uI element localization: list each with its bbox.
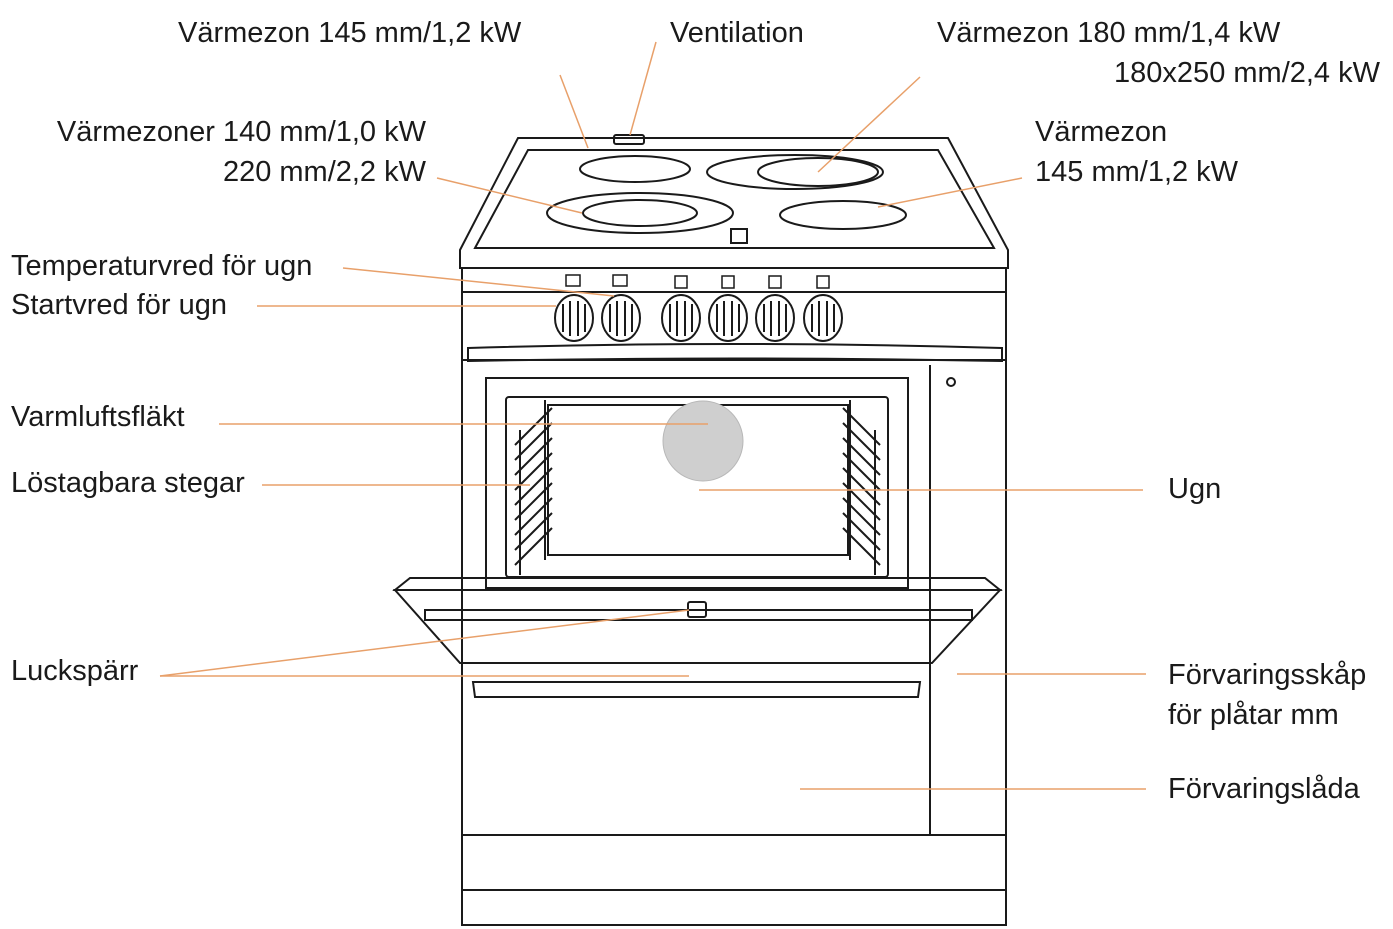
label-convection-fan: Varmluftsfläkt	[11, 401, 185, 433]
control-panel	[461, 267, 1007, 361]
label-door-lock: Luckspärr	[11, 655, 139, 687]
label-heat-zone-rear-right-line2: 180x250 mm/2,4 kW	[1114, 57, 1380, 89]
zone-rear-right-outer	[706, 154, 884, 190]
leader-ventilation	[629, 41, 657, 136]
label-heat-zone-rear-left: Värmezon 145 mm/1,2 kW	[178, 17, 522, 49]
leader-heat-zones-front-left	[436, 177, 583, 214]
label-oven-start-knob: Startvred för ugn	[11, 289, 227, 321]
label-heat-zone-front-right: Värmezon 145 mm/1,2 kW	[1035, 112, 1238, 192]
hob-indicator	[730, 228, 748, 244]
rack-right	[842, 400, 881, 575]
label-oven-temperature-knob: Temperaturvred för ugn	[11, 250, 313, 282]
indicator-light	[946, 377, 956, 387]
zone-front-left-inner	[582, 199, 698, 227]
label-ventilation: Ventilation	[670, 17, 804, 49]
zone-rear-left	[579, 155, 691, 183]
panel-handle	[467, 343, 1003, 363]
label-removable-racks: Löstagbara stegar	[11, 467, 245, 499]
label-tray-cabinet-line1: Förvaringsskåp	[1168, 659, 1367, 691]
zone-rear-right-inner	[757, 157, 879, 187]
label-heat-zones-front-left-line2: 220 mm/2,2 kW	[222, 156, 426, 188]
zone-front-right	[779, 200, 907, 230]
leader-door-lock-upper	[159, 609, 690, 677]
stove-body	[461, 360, 1007, 926]
hob-glass-inner	[473, 149, 996, 249]
drawer-front	[461, 662, 931, 836]
stove-outline	[392, 134, 1009, 926]
drawer-handle	[471, 681, 922, 698]
door-handle	[424, 609, 973, 621]
knobs	[554, 294, 843, 342]
label-heat-zones-front-left: Värmezoner 140 mm/1,0 kW 220 mm/2,2 kW	[26, 112, 426, 192]
vent-slot	[613, 134, 645, 145]
leader-lines	[159, 41, 1146, 790]
leader-heat-zone-front-right	[877, 177, 1023, 208]
label-oven: Ugn	[1168, 473, 1222, 505]
rack-left	[514, 400, 553, 575]
label-heat-zone-rear-right: Värmezon 180 mm/1,4 kW 180x250 mm/2,4 kW	[937, 13, 1380, 93]
label-heat-zone-rear-right-line1: Värmezon 180 mm/1,4 kW	[937, 17, 1281, 49]
label-storage-drawer: Förvaringslåda	[1168, 773, 1360, 805]
label-heat-zones-front-left-line1: Värmezoner 140 mm/1,0 kW	[56, 116, 426, 148]
label-tray-cabinet: Förvaringsskåp för plåtar mm	[1168, 655, 1366, 735]
oven-door	[392, 589, 1003, 664]
label-tray-cabinet-line2: för plåtar mm	[1168, 699, 1339, 731]
leader-heat-zone-rear-left	[559, 74, 589, 149]
label-heat-zone-front-right-line1: Värmezon	[1035, 116, 1168, 148]
leader-heat-zone-rear-right	[817, 76, 921, 173]
leader-oven-temperature-knob	[342, 267, 615, 297]
convection-fan-disc	[662, 400, 744, 482]
oven-frame	[485, 377, 909, 589]
label-heat-zone-front-right-line2: 145 mm/1,2 kW	[1035, 156, 1239, 188]
knob-symbols	[565, 274, 830, 289]
hob-surface	[459, 137, 1009, 269]
zone-front-left-outer	[546, 192, 734, 234]
